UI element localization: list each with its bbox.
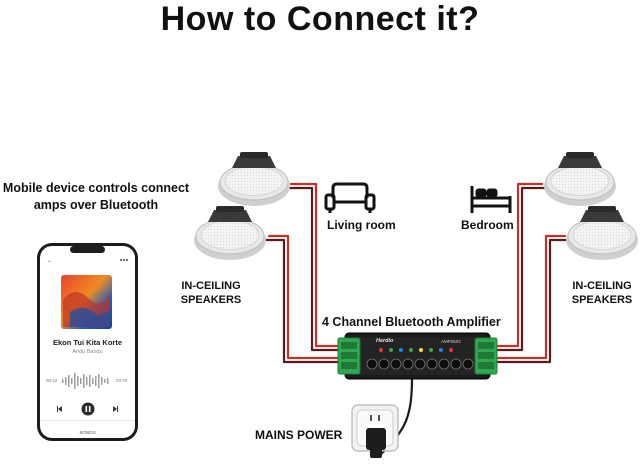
- bedroom-label: Bedroom: [461, 218, 514, 232]
- left-speaker-wires: [264, 182, 344, 364]
- phone-time-total: 03:20: [116, 378, 128, 383]
- bluetooth-caption: Mobile device controls connect amps over…: [2, 181, 190, 212]
- ceiling-speaker-left-top: [218, 152, 290, 206]
- amplifier-model: AMP0504: [441, 339, 461, 344]
- phone-song-title: Ekon Tui Kita Korte: [52, 338, 123, 347]
- amplifier-brand: Herdio: [376, 338, 394, 344]
- amplifier-unit: [337, 332, 498, 380]
- bed-icon: [470, 186, 512, 213]
- speaker-label-left: IN-CEILING SPEAKERS: [180, 280, 242, 306]
- smartphone-icon: ←: [37, 243, 138, 441]
- phone-time-elapsed: 00:22: [46, 378, 58, 383]
- ceiling-speaker-left-bottom: [194, 206, 266, 260]
- sofa-icon: [324, 182, 376, 213]
- speaker-label-right: IN-CEILING SPEAKERS: [571, 280, 633, 306]
- ceiling-speaker-right-bottom: [566, 206, 638, 260]
- living-room-label: Living room: [327, 218, 396, 232]
- phone-tab-songs[interactable]: SONGS: [79, 430, 96, 435]
- phone-artist: Andu Bandu: [72, 349, 103, 355]
- wall-socket-icon: [351, 404, 399, 458]
- diagram-title: How to Connect it?: [160, 0, 480, 38]
- svg-text:←: ←: [47, 258, 53, 264]
- ceiling-speaker-right-top: [544, 152, 616, 206]
- amplifier-title: 4 Channel Bluetooth Amplifier: [322, 315, 501, 329]
- right-speaker-wires: [490, 182, 570, 364]
- mains-power-label: MAINS POWER: [255, 428, 343, 442]
